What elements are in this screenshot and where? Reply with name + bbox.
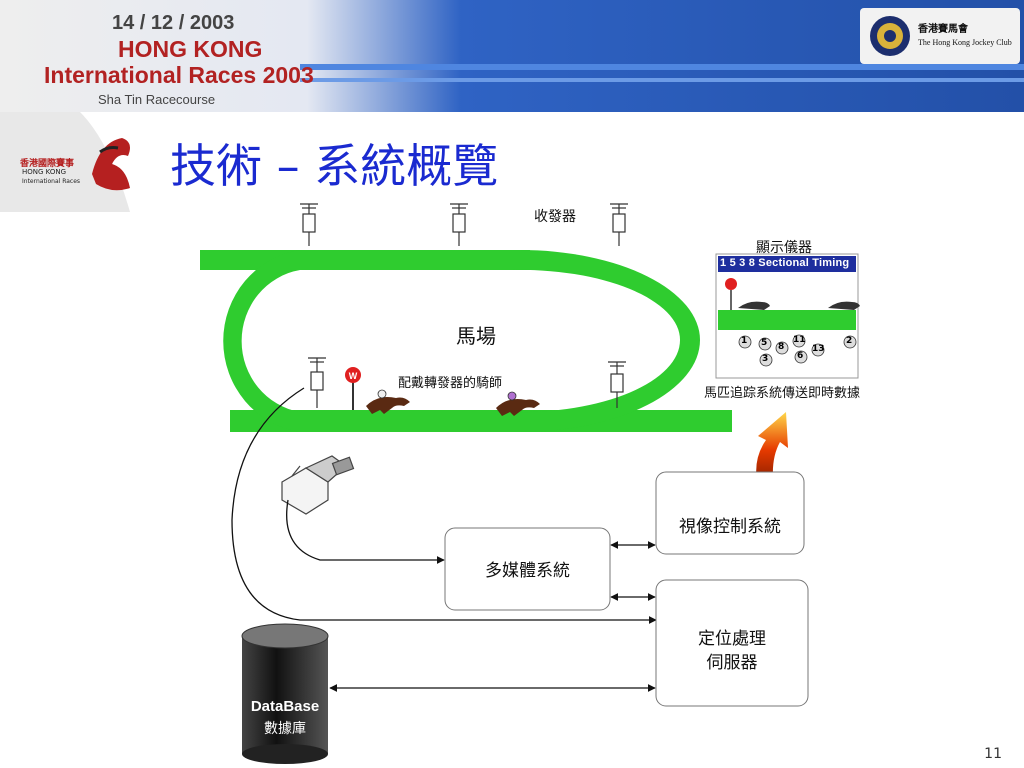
slide-title: 技術 – 系統概覽	[170, 139, 499, 193]
receiver-label: 收發器	[534, 209, 576, 225]
connection-lines	[231, 387, 657, 692]
data-transmit-arrow	[756, 412, 788, 488]
runner-number: 1	[741, 336, 748, 346]
club-name-cn: 香港賽馬會	[918, 24, 968, 35]
positioning-server-label-1: 定位處理	[698, 629, 766, 649]
winning-post-icon: W	[345, 367, 361, 410]
runner-number: 3	[762, 354, 769, 364]
display-timing-text: 1 5 3 8 Sectional Timing	[720, 257, 850, 269]
header-date: 14 / 12 / 2003	[112, 12, 235, 34]
positioning-server-box	[655, 579, 809, 707]
receiver-antenna-icon	[308, 357, 326, 408]
runner-number: 11	[793, 335, 806, 345]
racehorse-icon	[366, 389, 410, 414]
club-name-en: The Hong Kong Jockey Club	[918, 38, 1012, 47]
receiver-antenna-icon	[610, 203, 628, 246]
header-event-line2: International Races 2003	[44, 62, 314, 88]
receiver-antenna-icon	[300, 203, 318, 246]
display-screen	[715, 253, 860, 379]
tracking-label: 馬匹追踪系統傳送即時數據	[704, 386, 861, 401]
runner-number: 5	[761, 338, 768, 348]
positioning-server-label-2: 伺服器	[706, 653, 758, 673]
header-venue: Sha Tin Racecourse	[98, 92, 216, 107]
track-label: 馬場	[456, 324, 496, 348]
jockey-transponder-label: 配戴轉發器的騎師	[398, 376, 503, 391]
video-control-box	[655, 471, 805, 555]
badge-en2: International Races	[22, 178, 81, 185]
header-banner: 14 / 12 / 2003 HONG KONG International R…	[0, 0, 1024, 112]
racehorse-icon	[496, 391, 540, 416]
page-number: 11	[984, 746, 1002, 762]
race-track	[200, 250, 732, 432]
display-label: 顯示儀器	[756, 240, 812, 256]
runner-number: 2	[846, 336, 853, 346]
receiver-antenna-icon	[608, 361, 626, 408]
svg-text:W: W	[349, 371, 358, 381]
database-icon	[241, 623, 329, 764]
video-control-label: 視像控制系統	[679, 517, 781, 537]
database-label-cn: 數據庫	[264, 721, 306, 737]
database-label-en: DataBase	[250, 698, 320, 715]
runner-number: 6	[797, 351, 804, 361]
badge-cn: 香港國際賽事	[20, 159, 75, 169]
header-event-line1: HONG KONG	[118, 36, 263, 62]
multimedia-label: 多媒體系統	[485, 561, 570, 581]
badge-en1: HONG KONG	[22, 168, 67, 176]
runner-number: 8	[778, 342, 785, 352]
hkir-logo-badge	[0, 112, 130, 212]
header-background	[0, 0, 1024, 112]
video-camera-icon	[281, 455, 355, 515]
receiver-antenna-icon	[450, 203, 468, 246]
runner-number: 13	[812, 344, 825, 354]
multimedia-box	[444, 527, 611, 611]
